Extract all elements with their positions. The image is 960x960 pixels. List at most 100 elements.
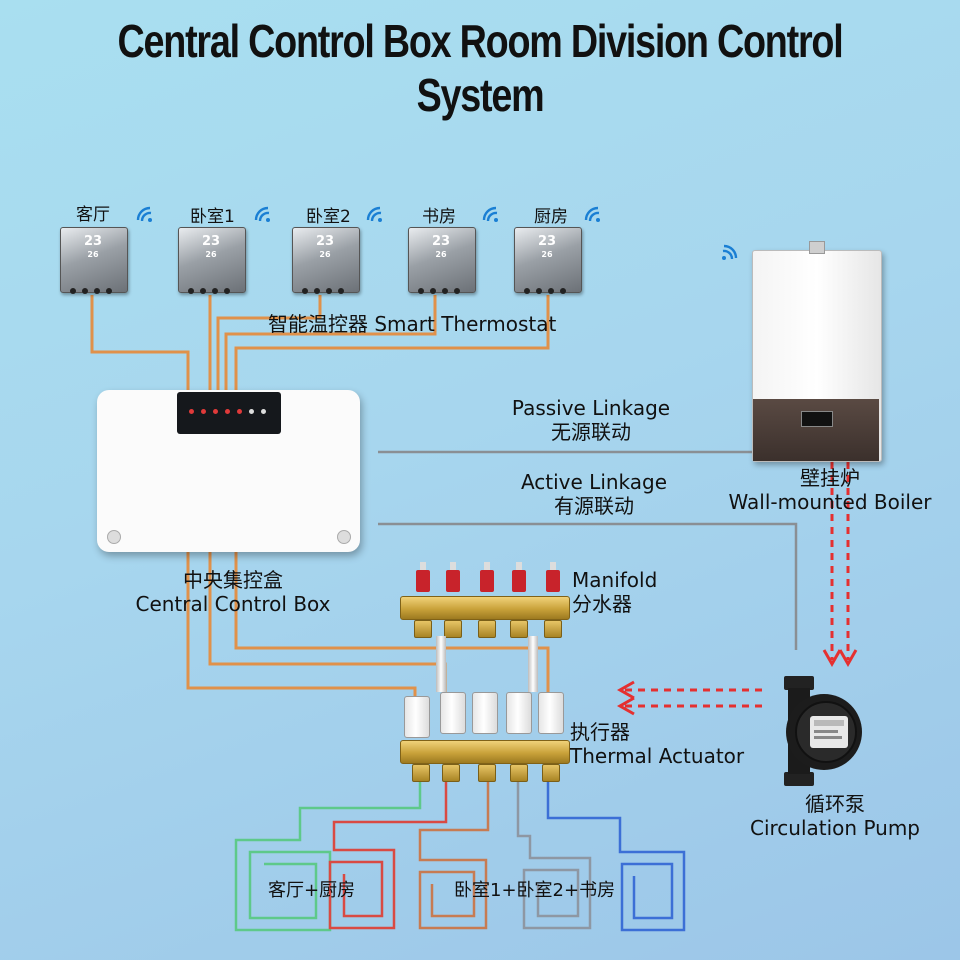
manifold-outlet	[414, 620, 432, 638]
manifold-label: Manifold 分水器	[572, 568, 657, 616]
flow-arrowheads	[616, 649, 858, 716]
manifold-label-cn: 分水器	[572, 592, 632, 616]
thermostat-temp: 23	[431, 234, 451, 249]
manifold-label-en: Manifold	[572, 568, 658, 592]
manifold-outlet	[510, 620, 528, 638]
thermostat-temp: 23	[315, 234, 335, 249]
manifold-valve	[546, 562, 560, 592]
circulation-pump	[784, 676, 862, 786]
manifold-bar-return	[400, 740, 570, 764]
zone-label-a: 客厅+厨房	[268, 880, 356, 901]
room-label-3: 卧室2	[306, 207, 351, 227]
boiler-label-en: Wall-mounted Boiler	[728, 490, 932, 514]
thermostat-subtemp: 26	[435, 250, 447, 259]
thermal-actuator	[538, 692, 564, 734]
linkage-lines	[378, 450, 798, 650]
thermostat-buttons	[185, 279, 239, 294]
boiler-control-panel	[753, 399, 879, 461]
wifi-icon	[136, 206, 152, 222]
screw-icon	[107, 530, 121, 544]
manifold-outlet	[442, 764, 460, 782]
boiler-display	[801, 411, 833, 427]
floor-heating-loops	[234, 780, 686, 932]
passive-linkage-en: Passive Linkage	[511, 396, 671, 420]
manifold-valve	[416, 562, 430, 592]
actuator-label-cn: 执行器	[570, 720, 630, 744]
actuator-label: 执行器 Thermal Actuator	[570, 720, 744, 768]
active-linkage-label: Active Linkage 有源联动	[504, 470, 684, 518]
pump-label: 循环泵 Circulation Pump	[730, 792, 940, 840]
screw-icon	[337, 530, 351, 544]
manifold-outlet	[412, 764, 430, 782]
room-label-5: 厨房	[534, 207, 568, 227]
wifi-icon	[254, 206, 270, 222]
loop-red	[328, 780, 448, 930]
thermostat-buttons	[521, 279, 575, 294]
thermostat-subtemp: 26	[319, 250, 331, 259]
actuator-wire-3	[234, 552, 550, 705]
zone-label-b: 卧室1+卧室2+书房	[454, 880, 616, 901]
actuator-label-en: Thermal Actuator	[570, 744, 745, 768]
active-linkage-cn: 有源联动	[554, 494, 634, 518]
boiler-flue	[809, 241, 825, 254]
thermostat-buttons	[67, 279, 121, 294]
passive-linkage-cn: 无源联动	[551, 420, 631, 444]
loop-green	[234, 780, 422, 932]
thermostat-wires	[90, 295, 550, 392]
central-box-label-cn: 中央集控盒	[183, 568, 283, 592]
pump-label-en: Circulation Pump	[749, 816, 921, 840]
manifold-outlet	[444, 620, 462, 638]
wire-room-3	[216, 295, 322, 392]
room-label-4: 书房	[422, 207, 456, 227]
arrowhead-4	[616, 696, 635, 716]
thermal-actuator	[506, 692, 532, 734]
arrowhead-3	[616, 680, 635, 700]
manifold-valve	[512, 562, 526, 592]
thermal-actuator	[404, 696, 430, 738]
wall-mounted-boiler	[752, 241, 882, 462]
loop-grey	[516, 780, 592, 930]
wifi-icon	[482, 206, 498, 222]
wire-room-1	[90, 295, 190, 392]
loop-copper	[418, 780, 490, 930]
manifold-outlet	[478, 764, 496, 782]
active-linkage-line	[378, 522, 798, 650]
control-box-panel	[177, 392, 281, 434]
manifold-valve	[480, 562, 494, 592]
wifi-icon	[722, 244, 738, 260]
manifold-valve	[446, 562, 460, 592]
pump-label-cn: 循环泵	[805, 792, 865, 816]
wifi-icon	[584, 206, 600, 222]
loop-blue	[546, 780, 686, 932]
thermostat-temp: 23	[83, 234, 103, 249]
arrowhead-2	[838, 649, 858, 668]
manifold-outlet	[478, 620, 496, 638]
manifold-outlet	[542, 764, 560, 782]
central-box-label-en: Central Control Box	[135, 592, 331, 616]
thermostat-subtemp: 26	[541, 250, 553, 259]
page-title: Central Control Box Room Division Contro…	[117, 15, 844, 121]
manifold-outlet	[510, 764, 528, 782]
thermostat-subtemp: 26	[205, 250, 217, 259]
thermal-actuator	[472, 692, 498, 734]
manifold-outlet	[544, 620, 562, 638]
connecting-pipe	[528, 636, 538, 692]
wire-room-5	[234, 295, 550, 392]
active-linkage-en: Active Linkage	[520, 470, 668, 494]
thermostat-subtemp: 26	[87, 250, 99, 259]
thermostat-temp: 23	[537, 234, 557, 249]
boiler-flow-lines	[622, 462, 850, 708]
central-control-box	[97, 390, 360, 552]
thermal-actuator	[440, 692, 466, 734]
passive-linkage-label: Passive Linkage 无源联动	[496, 396, 686, 444]
